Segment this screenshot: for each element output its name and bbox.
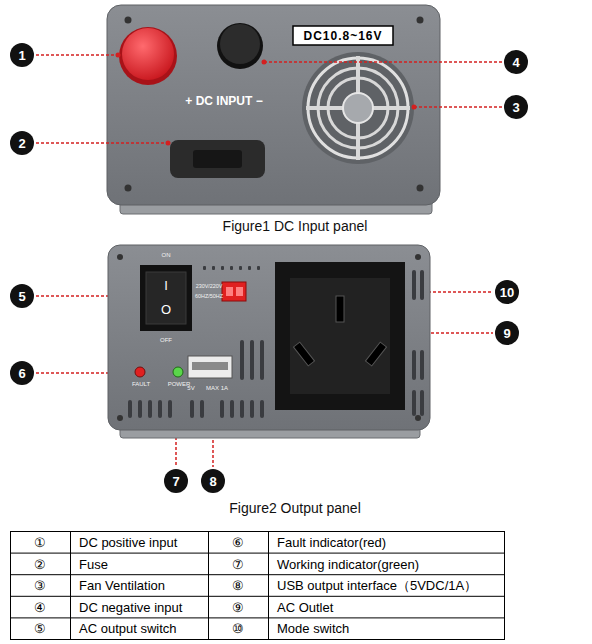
table-cell: DC positive input: [71, 532, 207, 553]
table-cell: Fuse: [71, 554, 207, 575]
table-cell: Working indicator(green): [269, 554, 504, 575]
table-cell: ⑥: [209, 532, 267, 553]
switch-label: OFF: [146, 334, 186, 346]
table-cell: ⑤: [11, 618, 69, 639]
table-cell: USB output interface（5VDC/1A）: [269, 575, 504, 596]
table-cell: Fan Ventilation: [71, 575, 207, 596]
callout-number: 7: [164, 469, 188, 493]
panel-text: + DC INPUT −: [160, 92, 288, 110]
usb-label: MAX 1A: [200, 383, 234, 393]
table-cell: ⑨: [209, 597, 267, 618]
table-cell: DC negative input: [71, 597, 207, 618]
switch-mark: O: [146, 298, 186, 320]
fan-grille: [302, 52, 414, 164]
table-cell: ⑧: [209, 575, 267, 596]
callout-number: 9: [495, 321, 519, 345]
callout-number: 8: [201, 469, 225, 493]
table-cell: ⑩: [209, 618, 267, 639]
callout-number: 6: [10, 361, 34, 385]
switch-label: ON: [146, 249, 186, 261]
output-panel: [108, 245, 430, 438]
table-cell: ②: [11, 554, 69, 575]
table-cell: ④: [11, 597, 69, 618]
figure-caption: Figure1 DC Input panel: [150, 216, 440, 236]
callout-number: 10: [495, 280, 519, 304]
leader-lines: [36, 55, 502, 467]
table-cell: ③: [11, 575, 69, 596]
table-grid: [10, 531, 505, 640]
voltage-tag: DC10.8~16V: [293, 26, 393, 45]
callout-number: 4: [504, 50, 528, 74]
table-cell: AC output switch: [71, 618, 207, 639]
callout-number: 2: [10, 131, 34, 155]
callout-number: 5: [10, 284, 34, 308]
switch-mark: I: [146, 274, 186, 296]
mode-label: 60HZ/50HZ: [195, 291, 224, 301]
table-cell: ⑦: [209, 554, 267, 575]
usb-label: 5V: [184, 383, 198, 393]
mode-label: 230V/220V: [195, 281, 223, 291]
dc-input-panel: [107, 5, 440, 214]
callout-number: 3: [504, 95, 528, 119]
figure-caption: Figure2 Output panel: [150, 498, 440, 518]
table-cell: Mode switch: [269, 618, 504, 639]
table-cell: ①: [11, 532, 69, 553]
indicator-label: FAULT: [126, 379, 156, 389]
table-cell: Fault indicator(red): [269, 532, 504, 553]
table-cell: AC Outlet: [269, 597, 504, 618]
callout-number: 1: [10, 43, 34, 67]
